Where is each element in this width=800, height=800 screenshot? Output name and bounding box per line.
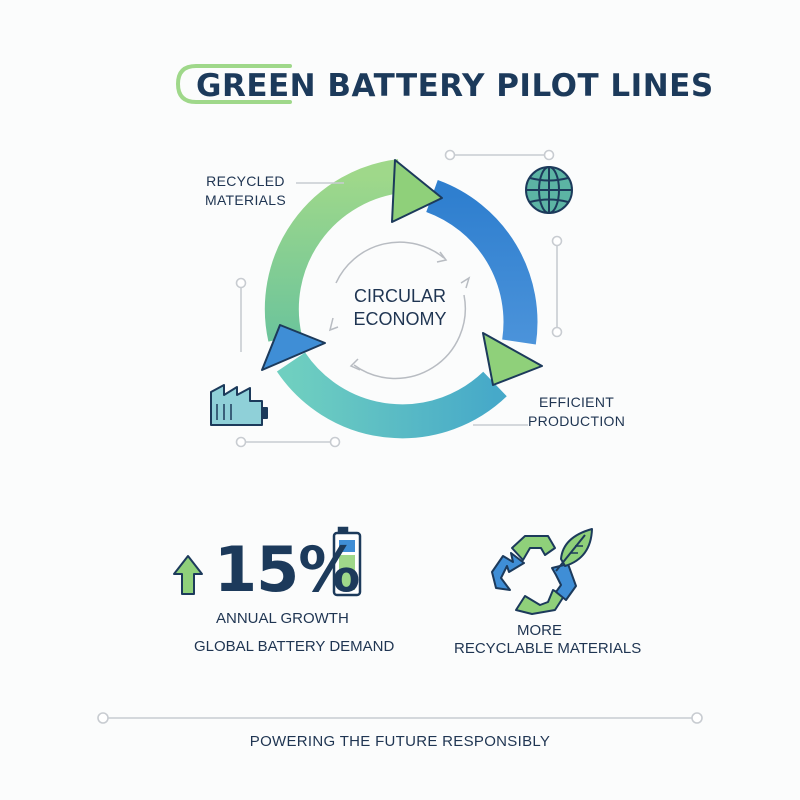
arrowhead-right	[482, 332, 543, 386]
ring-segment-green	[264, 159, 403, 342]
globe-icon	[525, 166, 573, 214]
ring-segment-teal	[276, 352, 507, 439]
up-arrow-icon	[173, 555, 203, 595]
page-title: GREEN BATTERY PILOT LINES	[196, 68, 714, 104]
growth-sublabel: GLOBAL BATTERY DEMAND	[194, 638, 395, 655]
arrowhead-left	[261, 324, 326, 371]
footer-divider	[97, 712, 703, 724]
label-recycled-materials: RECYCLED MATERIALS	[205, 173, 287, 208]
recycle-label-line1: MORE	[517, 622, 562, 639]
battery-icon	[332, 526, 362, 597]
factory-battery-icon	[210, 384, 268, 426]
arrowhead-top	[391, 159, 443, 223]
cycle-ring	[264, 159, 538, 439]
label-efficient-production: EFFICIENT PRODUCTION	[528, 394, 626, 429]
connector-lines	[235, 149, 563, 448]
recycle-icon	[491, 535, 577, 615]
cycle-center-label: CIRCULAR ECONOMY	[353, 286, 447, 329]
recycle-label-line2: RECYCLABLE MATERIALS	[454, 640, 642, 657]
ring-segment-blue	[425, 180, 538, 345]
inner-cycle	[328, 241, 471, 380]
growth-label: ANNUAL GROWTH	[216, 610, 349, 627]
leaf-icon	[555, 528, 593, 572]
growth-value: 15%	[214, 533, 360, 606]
footer-tagline: POWERING THE FUTURE RESPONSIBLY	[249, 733, 551, 750]
title-bracket	[175, 64, 292, 104]
